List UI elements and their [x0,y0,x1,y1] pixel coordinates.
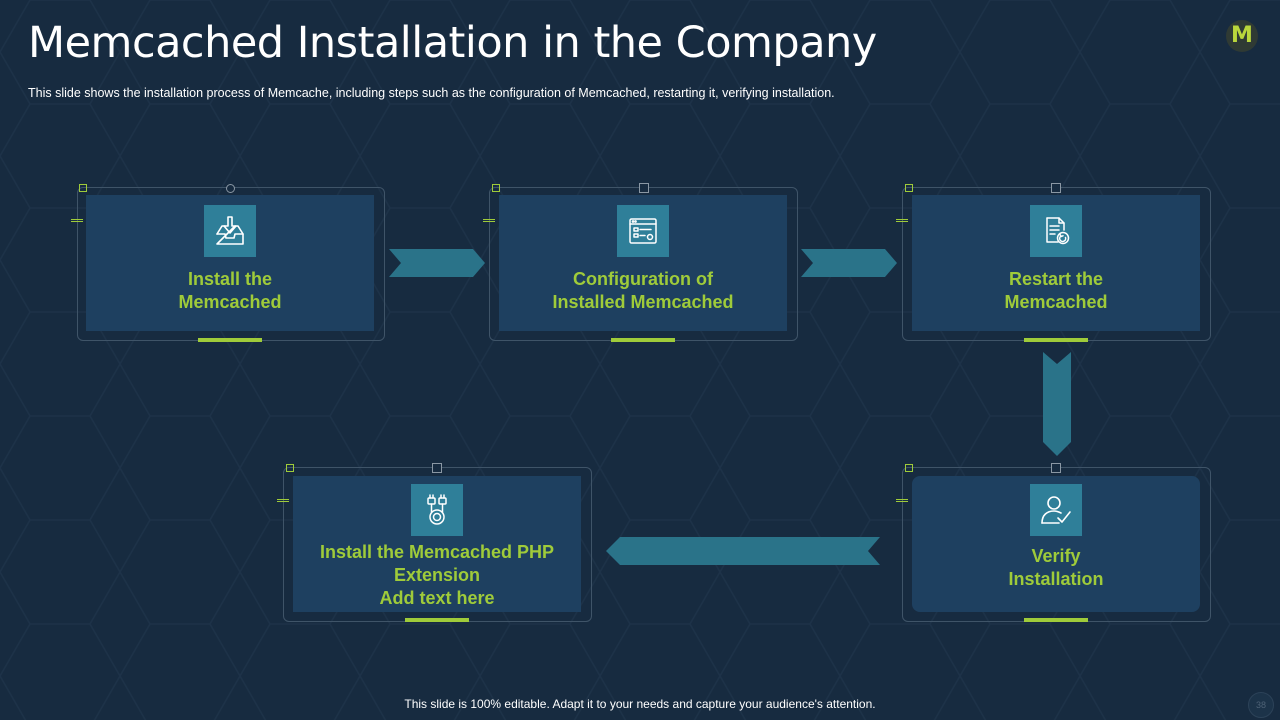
selection-handle [896,499,908,502]
step-label: Verify Installation [1008,546,1104,589]
flow-arrow-left [606,537,880,565]
user-check-icon [1041,496,1071,524]
step-accent-bar [198,338,262,342]
step-label: Install the Memcached [178,269,282,312]
step-accent-bar [1024,338,1088,342]
step-accent-bar [611,338,675,342]
selection-handle [432,463,442,473]
step-label: Configuration of Installed Memcached [552,269,734,312]
flow-arrow-right [389,249,485,277]
step-accent-bar [405,618,469,622]
step-card-install: Install the Memcached [86,195,374,331]
icon-box [1030,484,1082,536]
selection-handle [905,184,913,192]
logo-letter: M [1231,23,1253,48]
icon-box [1030,205,1082,257]
selection-handle [896,219,908,222]
step-label: Restart the Memcached [1004,269,1108,312]
step-card-verify: Verify Installation [912,476,1200,612]
step-card-php-extension: Install the Memcached PHP Extension Add … [293,476,581,612]
slide-footer: This slide is 100% editable. Adapt it to… [404,697,876,711]
icon-box [204,205,256,257]
slide-subtitle: This slide shows the installation proces… [28,86,835,100]
selection-handle [639,183,649,193]
selection-handle [1051,463,1061,473]
selection-handle [277,499,289,502]
step-card-restart: Restart the Memcached [912,195,1200,331]
settings-panel-icon [629,218,657,244]
page-number: 38 [1248,692,1274,718]
step-accent-bar [1024,618,1088,622]
selection-handle [71,219,83,222]
selection-handle [226,184,235,193]
step-card-configuration: Configuration of Installed Memcached [499,195,787,331]
step-label: Install the Memcached PHP Extension Add … [319,542,555,608]
icon-box [411,484,463,536]
selection-handle [905,464,913,472]
selection-handle [286,464,294,472]
flow-arrow-right [801,249,897,277]
selection-handle [492,184,500,192]
selection-handle [483,219,495,222]
icon-box [617,205,669,257]
download-tray-icon [216,216,244,245]
selection-handle [79,184,87,192]
selection-handle [1051,183,1061,193]
plug-cable-icon [427,494,447,525]
company-logo: M [1226,20,1258,52]
slide-title: Memcached Installation in the Company [28,18,877,68]
document-refresh-icon [1046,217,1070,245]
flow-arrow-down [1043,352,1071,456]
